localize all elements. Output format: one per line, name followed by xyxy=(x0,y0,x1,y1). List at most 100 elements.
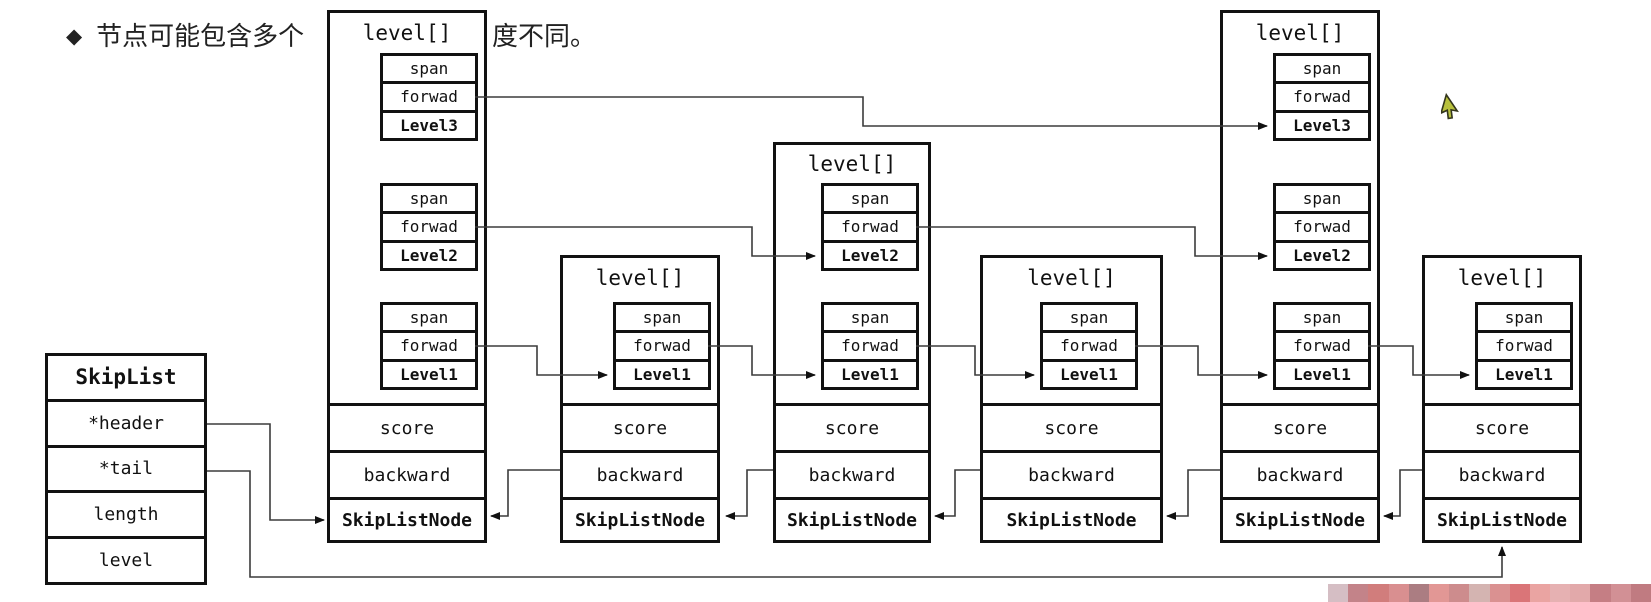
level-label-cell: Level1 xyxy=(400,364,458,384)
mosaic-block xyxy=(1469,584,1490,602)
node-footer: SkipListNode xyxy=(1223,497,1377,540)
forward-pointer-cell: forwad xyxy=(383,84,475,113)
arrow-header-to-node1 xyxy=(207,423,325,524)
backward-row: backward xyxy=(776,450,928,497)
span-cell: span xyxy=(824,186,916,215)
score-row: score xyxy=(330,403,484,450)
mosaic-block xyxy=(1550,584,1571,602)
skiplist-struct-box: SkipList *header *tail length level xyxy=(45,353,207,585)
mosaic-block xyxy=(1630,584,1651,602)
level3-block: span forwad Level3 xyxy=(1273,53,1371,141)
mosaic-block xyxy=(1610,584,1631,602)
span-cell: span xyxy=(1043,305,1135,334)
skiplistnode-5: level[] span forwad Level3 span forwad L… xyxy=(1220,10,1380,543)
mouse-cursor xyxy=(1441,92,1459,120)
mosaic-block xyxy=(1368,584,1389,602)
level2-block: span forwad Level2 xyxy=(1273,183,1371,271)
arrow-backward-node3-to-node2 xyxy=(725,469,773,520)
mosaic-block xyxy=(1590,584,1611,602)
node-footer: SkipListNode xyxy=(776,497,928,540)
mosaic-block xyxy=(1408,584,1429,602)
forward-pointer-cell: forwad xyxy=(1478,333,1570,362)
arrow-backward-node6-to-node5 xyxy=(1383,469,1422,520)
score-row: score xyxy=(1425,403,1579,450)
span-cell: span xyxy=(824,305,916,334)
level1-block: span forwad Level1 xyxy=(613,302,711,390)
level-label-cell: Level3 xyxy=(400,115,458,135)
forward-pointer-cell: forwad xyxy=(616,333,708,362)
level-label-cell: Level2 xyxy=(400,245,458,265)
node-footer: SkipListNode xyxy=(1425,497,1579,540)
level-array-title: level[] xyxy=(595,266,685,290)
level-array-title: level[] xyxy=(1457,266,1547,290)
forward-pointer-cell: forwad xyxy=(1043,333,1135,362)
level3-block: span forwad Level3 xyxy=(380,53,478,141)
censored-mosaic xyxy=(1328,584,1651,602)
skiplist-field-length: length xyxy=(48,490,204,536)
bullet-text-after: 度不同。 xyxy=(492,22,597,52)
score-row: score xyxy=(1223,403,1377,450)
bullet-diamond-icon: ◆ xyxy=(66,24,83,48)
mosaic-block xyxy=(1428,584,1450,602)
level-label-cell: Level1 xyxy=(1495,364,1553,384)
span-cell: span xyxy=(1276,56,1368,85)
backward-row: backward xyxy=(983,450,1160,497)
score-row: score xyxy=(776,403,928,450)
level-label-cell: Level1 xyxy=(841,364,899,384)
forward-pointer-cell: forwad xyxy=(824,333,916,362)
backward-row: backward xyxy=(330,450,484,497)
level1-block: span forwad Level1 xyxy=(821,302,919,390)
skiplistnode-2: level[] span forwad Level1 score backwar… xyxy=(560,255,720,543)
pointer-icon xyxy=(1441,92,1459,120)
span-cell: span xyxy=(383,56,475,85)
arrow-backward-node2-to-node1 xyxy=(490,469,560,520)
node-footer: SkipListNode xyxy=(983,497,1160,540)
bullet-text-before: ◆节点可能包含多个 xyxy=(66,16,304,53)
span-cell: span xyxy=(383,305,475,334)
arrow-l3-node1-to-node5 xyxy=(475,96,1268,130)
forward-pointer-cell: forwad xyxy=(1276,333,1368,362)
mosaic-block xyxy=(1489,584,1510,602)
level-label-cell: Level1 xyxy=(1060,364,1118,384)
span-cell: span xyxy=(383,186,475,215)
level1-block: span forwad Level1 xyxy=(1273,302,1371,390)
skiplist-title: SkipList xyxy=(75,365,177,390)
skiplistnode-6: level[] span forwad Level1 score backwar… xyxy=(1422,255,1582,543)
level-array-title: level[] xyxy=(362,21,452,45)
skiplistnode-3: level[] span forwad Level2 span forwad L… xyxy=(773,142,931,543)
arrow-backward-node4-to-node3 xyxy=(934,469,980,520)
level-label-cell: Level2 xyxy=(841,245,899,265)
forward-pointer-cell: forwad xyxy=(1276,214,1368,243)
level1-block: span forwad Level1 xyxy=(1040,302,1138,390)
level1-block: span forwad Level1 xyxy=(1475,302,1573,390)
level-array-title: level[] xyxy=(807,152,897,176)
skiplist-field-tail: *tail xyxy=(48,444,204,491)
mosaic-block xyxy=(1570,584,1591,602)
skiplist-field-header: *header xyxy=(48,398,204,445)
level-array-title: level[] xyxy=(1255,21,1345,45)
backward-row: backward xyxy=(1223,450,1377,497)
forward-pointer-cell: forwad xyxy=(824,214,916,243)
backward-row: backward xyxy=(1425,450,1579,497)
skiplist-field-level: level xyxy=(48,536,204,582)
level-label-cell: Level1 xyxy=(1293,364,1351,384)
mosaic-block xyxy=(1388,584,1409,602)
score-row: score xyxy=(563,403,717,450)
span-cell: span xyxy=(1276,186,1368,215)
mosaic-block xyxy=(1328,584,1349,602)
level2-block: span forwad Level2 xyxy=(380,183,478,271)
level2-block: span forwad Level2 xyxy=(821,183,919,271)
skiplistnode-1: level[] span forwad Level3 span forwad L… xyxy=(327,10,487,543)
level-array-title: level[] xyxy=(1027,266,1116,290)
level-label-cell: Level1 xyxy=(633,364,691,384)
arrow-l2-node1-to-node3 xyxy=(475,226,816,260)
mosaic-block xyxy=(1348,584,1369,602)
arrow-l2-node3-to-node5 xyxy=(916,226,1268,260)
forward-pointer-cell: forwad xyxy=(383,214,475,243)
score-row: score xyxy=(983,403,1160,450)
node-footer: SkipListNode xyxy=(330,497,484,540)
level1-block: span forwad Level1 xyxy=(380,302,478,390)
mosaic-block xyxy=(1449,584,1470,602)
span-cell: span xyxy=(616,305,708,334)
